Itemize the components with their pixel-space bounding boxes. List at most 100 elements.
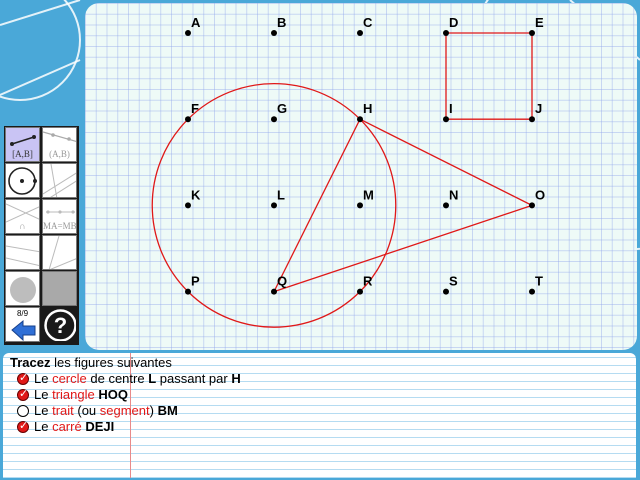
point-label-d: D <box>449 15 458 30</box>
intersection-tool[interactable]: ∩ <box>5 199 40 234</box>
task-text: HOQ <box>98 387 128 402</box>
point-s[interactable] <box>443 288 449 295</box>
angle-icon <box>48 236 76 269</box>
back-arrow-icon <box>11 319 36 341</box>
margin-line <box>130 353 131 478</box>
parallel-tool[interactable] <box>42 163 77 198</box>
triangle-construction <box>272 118 534 293</box>
help-button[interactable]: ? <box>42 307 77 342</box>
point-a[interactable] <box>185 30 191 36</box>
svg-text:?: ? <box>54 313 67 338</box>
point-label-o: O <box>535 187 545 202</box>
point-n[interactable] <box>443 202 449 209</box>
point-r[interactable] <box>357 288 363 295</box>
task-text: segment <box>99 403 150 418</box>
task-text: BM <box>157 403 178 418</box>
midpoint-icon <box>46 210 75 214</box>
point-j[interactable] <box>529 116 535 123</box>
point-e[interactable] <box>529 30 535 36</box>
point-d[interactable] <box>443 30 449 36</box>
point-l[interactable] <box>271 202 277 209</box>
task-item: Le trait (ou segment) BM <box>17 403 178 418</box>
circle-construction <box>151 82 397 328</box>
circle-tool[interactable] <box>5 163 40 198</box>
toolbox: [A,B] (A,B) ∩ MA=MB <box>4 126 79 345</box>
point-label-p: P <box>191 274 200 289</box>
point-label-g: G <box>277 101 287 116</box>
help-icon: ? <box>44 309 76 341</box>
task-text: Le <box>34 371 53 386</box>
square-construction <box>445 32 533 120</box>
midpoint-tool[interactable]: MA=MB <box>42 199 77 234</box>
task-text: ) <box>149 403 158 418</box>
point-q[interactable] <box>271 288 277 295</box>
line-icon <box>43 131 76 143</box>
instructions-title-bold: Tracez <box>10 355 51 370</box>
point-label-a: A <box>191 15 201 30</box>
perpendicular-icon <box>6 245 39 267</box>
task-text: passant par <box>156 371 232 386</box>
point-m[interactable] <box>357 202 363 209</box>
line-tool[interactable]: (A,B) <box>42 127 77 162</box>
point-label-q: Q <box>277 274 287 289</box>
point-b[interactable] <box>271 30 277 36</box>
perpendicular-tool[interactable] <box>5 235 40 270</box>
point-label-i: I <box>449 101 453 116</box>
point-i[interactable] <box>443 116 449 123</box>
task-item: Le carré DEJI <box>17 419 114 434</box>
intersection-tool-label: ∩ <box>19 221 26 231</box>
point-label-m: M <box>363 187 374 202</box>
task-text: carré <box>52 419 82 434</box>
point-label-n: N <box>449 187 458 202</box>
instructions-panel: Tracez les figures suivantes Le cercle d… <box>3 353 636 478</box>
point-label-e: E <box>535 15 544 30</box>
segment-tool[interactable]: [A,B] <box>5 127 40 162</box>
back-button[interactable]: 8/9 <box>5 307 40 342</box>
check-done-icon <box>17 419 29 433</box>
point-label-j: J <box>535 101 542 116</box>
task-item: Le triangle HOQ <box>17 387 128 402</box>
point-g[interactable] <box>271 116 277 123</box>
parallel-lines-icon <box>43 164 76 197</box>
circle-icon <box>8 167 37 195</box>
angle-tool[interactable] <box>42 235 77 270</box>
square-icon <box>43 272 77 306</box>
task-text: Le <box>34 419 53 434</box>
point-label-s: S <box>449 274 458 289</box>
point-label-h: H <box>363 101 372 116</box>
progress-counter: 8/9 <box>16 309 29 318</box>
fill-tool[interactable] <box>5 271 40 306</box>
disc-icon <box>10 277 36 303</box>
check-done-icon <box>17 387 29 401</box>
point-f[interactable] <box>185 116 191 123</box>
check-empty-icon <box>17 405 29 417</box>
task-text: de centre <box>86 371 149 386</box>
point-label-r: R <box>363 274 373 289</box>
point-label-b: B <box>277 15 286 30</box>
task-text: (ou <box>73 403 100 418</box>
point-label-t: T <box>535 274 543 289</box>
point-k[interactable] <box>185 202 191 209</box>
segment-tool-label: [A,B] <box>12 149 33 159</box>
midpoint-tool-label: MA=MB <box>43 221 77 231</box>
point-label-k: K <box>191 187 201 202</box>
shape-tool[interactable] <box>42 271 77 306</box>
point-h[interactable] <box>357 116 363 123</box>
task-text: triangle <box>52 387 95 402</box>
task-text: Le <box>34 403 53 418</box>
task-text: DEJI <box>85 419 115 434</box>
point-c[interactable] <box>357 30 363 36</box>
point-t[interactable] <box>529 288 535 295</box>
task-text: trait <box>52 403 74 418</box>
point-label-l: L <box>277 187 285 202</box>
point-label-c: C <box>363 15 373 30</box>
point-o[interactable] <box>529 202 535 209</box>
task-item: Le cercle de centre L passant par H <box>17 371 241 386</box>
task-text: H <box>231 371 241 386</box>
task-text: cercle <box>52 371 87 386</box>
point-p[interactable] <box>185 288 191 295</box>
instructions-title-rest: les figures suivantes <box>50 355 172 370</box>
segment-icon <box>10 135 36 146</box>
